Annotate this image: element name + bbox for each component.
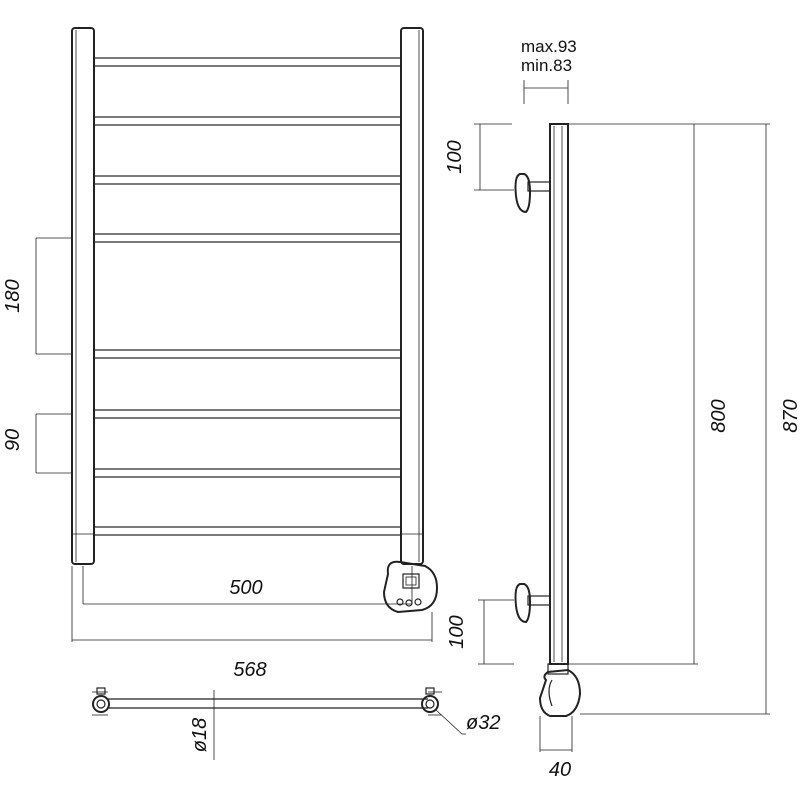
- bottom-bracket: [514, 583, 551, 624]
- rail: [93, 409, 402, 419]
- dimension-500: 500: [82, 566, 413, 605]
- top-bracket: [514, 173, 551, 214]
- overall-width-label: 568: [233, 659, 266, 681]
- rail: [93, 349, 402, 359]
- button-icon: [414, 598, 422, 606]
- dimension-40: 40: [539, 716, 573, 781]
- button-icon: [405, 599, 413, 607]
- spacing-90-label: 90: [2, 429, 24, 451]
- right-upright-section: [421, 695, 439, 713]
- rail: [93, 468, 402, 478]
- right-upright: [400, 27, 424, 565]
- dimension-wall-distance: max.93 min.83: [521, 37, 577, 104]
- dimension-d32: ø32: [435, 709, 500, 735]
- tube-diameter-label: ø18: [189, 718, 211, 752]
- side-view: max.93 min.83 100 100 800: [444, 37, 800, 781]
- left-upright: [71, 27, 95, 565]
- wall-distance-min-label: min.83: [521, 56, 572, 75]
- display-icon: [402, 573, 420, 589]
- dimension-180: 180: [2, 237, 72, 355]
- dimension-90: 90: [2, 413, 72, 474]
- control-unit: [382, 560, 439, 614]
- dimension-d18: ø18: [189, 690, 215, 760]
- rail: [93, 526, 402, 536]
- rail: [93, 175, 402, 185]
- spacing-180-label: 180: [2, 279, 24, 312]
- upright-diameter-label: ø32: [466, 712, 500, 734]
- bracket-top-offset-label: 100: [444, 140, 466, 173]
- button-icon: [396, 598, 404, 606]
- dimension-568: 568: [71, 566, 433, 681]
- left-upright-section: [92, 695, 110, 713]
- center-distance-label: 500: [229, 577, 262, 599]
- side-control-unit: [538, 663, 582, 717]
- bracket-bottom-offset-label: 100: [446, 615, 468, 648]
- height-overall-label: 870: [780, 399, 800, 432]
- rails: [93, 57, 402, 536]
- dimension-870: 870: [580, 123, 800, 715]
- rail: [93, 233, 402, 243]
- wall-distance-max-label: max.93: [521, 37, 577, 56]
- dimension-top-100: 100: [444, 123, 514, 191]
- front-view: 180 90 500 568: [2, 27, 439, 681]
- rail: [93, 116, 402, 126]
- top-view: ø18 ø32: [92, 687, 500, 760]
- height-inner-label: 800: [708, 399, 730, 432]
- rail: [93, 57, 402, 67]
- side-upright: [549, 123, 569, 665]
- dimension-800: 800: [568, 123, 730, 665]
- depth-label: 40: [549, 759, 571, 781]
- dimension-bottom-100: 100: [446, 599, 514, 665]
